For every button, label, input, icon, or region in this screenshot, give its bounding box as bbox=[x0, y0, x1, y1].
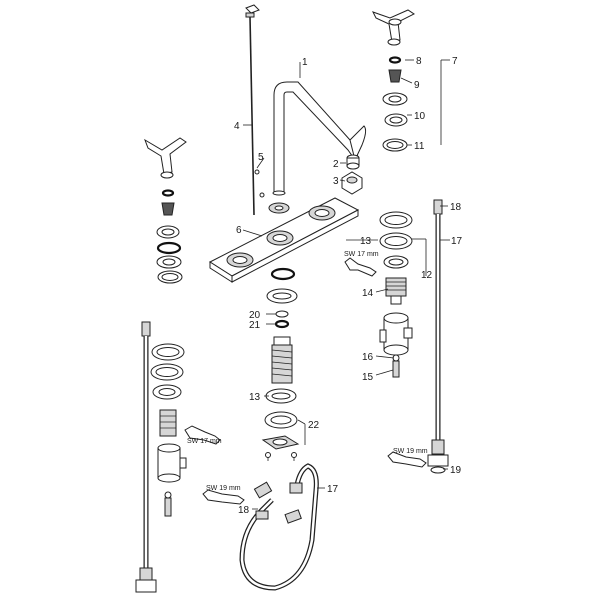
wrench-label-sw19-bottom: SW 19 mm bbox=[206, 485, 241, 492]
label-11: 11 bbox=[414, 141, 425, 152]
label-18-right: 18 bbox=[450, 202, 462, 213]
right-supply-hose bbox=[427, 199, 449, 474]
label-22: 22 bbox=[308, 420, 320, 431]
label-3: 3 bbox=[333, 176, 339, 187]
small-screw bbox=[254, 169, 260, 175]
label-16: 16 bbox=[362, 352, 374, 363]
wrench-icon-sw17-right bbox=[344, 257, 377, 277]
label-17-right: 17 bbox=[451, 236, 463, 247]
label-6: 6 bbox=[236, 225, 242, 236]
left-supply-hose bbox=[135, 321, 157, 593]
label-5: 5 bbox=[258, 152, 264, 163]
wrench-label-sw17-right: SW 17 mm bbox=[344, 251, 379, 258]
label-13-center: 13 bbox=[249, 392, 261, 403]
label-9: 9 bbox=[414, 80, 420, 91]
wrench-icon-sw19-right bbox=[387, 451, 427, 468]
label-19: 19 bbox=[450, 465, 462, 476]
label-21: 21 bbox=[249, 320, 261, 331]
label-18-bottom: 18 bbox=[238, 505, 250, 516]
label-12: 12 bbox=[421, 270, 433, 281]
label-13-right: 13 bbox=[360, 236, 372, 247]
aerator-part bbox=[346, 154, 360, 170]
label-17-bottom: 17 bbox=[327, 484, 339, 495]
lift-rod bbox=[245, 4, 260, 216]
label-1: 1 bbox=[302, 57, 308, 68]
part-number-labels: 1 4 5 2 3 6 7 8 9 10 11 12 13 14 15 16 1… bbox=[234, 56, 463, 516]
left-valve-stack bbox=[150, 343, 187, 517]
label-15: 15 bbox=[362, 372, 374, 383]
wrench-label-sw17-left: SW 17 mm bbox=[187, 438, 222, 445]
spout bbox=[272, 81, 367, 196]
right-handle-stack bbox=[371, 9, 415, 152]
wrench-label-sw19-right: SW 19 mm bbox=[393, 448, 428, 455]
braided-hose bbox=[239, 463, 319, 591]
label-4: 4 bbox=[234, 121, 240, 132]
label-8: 8 bbox=[416, 56, 422, 67]
base-plate bbox=[208, 192, 360, 283]
leader-lines bbox=[242, 59, 450, 510]
label-7: 7 bbox=[452, 56, 458, 67]
connector-part bbox=[341, 171, 363, 195]
wrench-icon-sw17-left bbox=[184, 425, 221, 445]
left-handle-stack bbox=[144, 137, 187, 284]
right-valve-stack bbox=[379, 211, 413, 378]
label-10: 10 bbox=[414, 111, 426, 122]
center-stack bbox=[261, 267, 300, 461]
label-20: 20 bbox=[249, 310, 261, 321]
label-14: 14 bbox=[362, 288, 374, 299]
wrench-size-labels: SW 17 mm SW 17 mm SW 19 mm SW 19 mm bbox=[187, 251, 428, 492]
wrench-icon-sw19-bottom bbox=[202, 489, 245, 505]
label-2: 2 bbox=[333, 159, 339, 170]
